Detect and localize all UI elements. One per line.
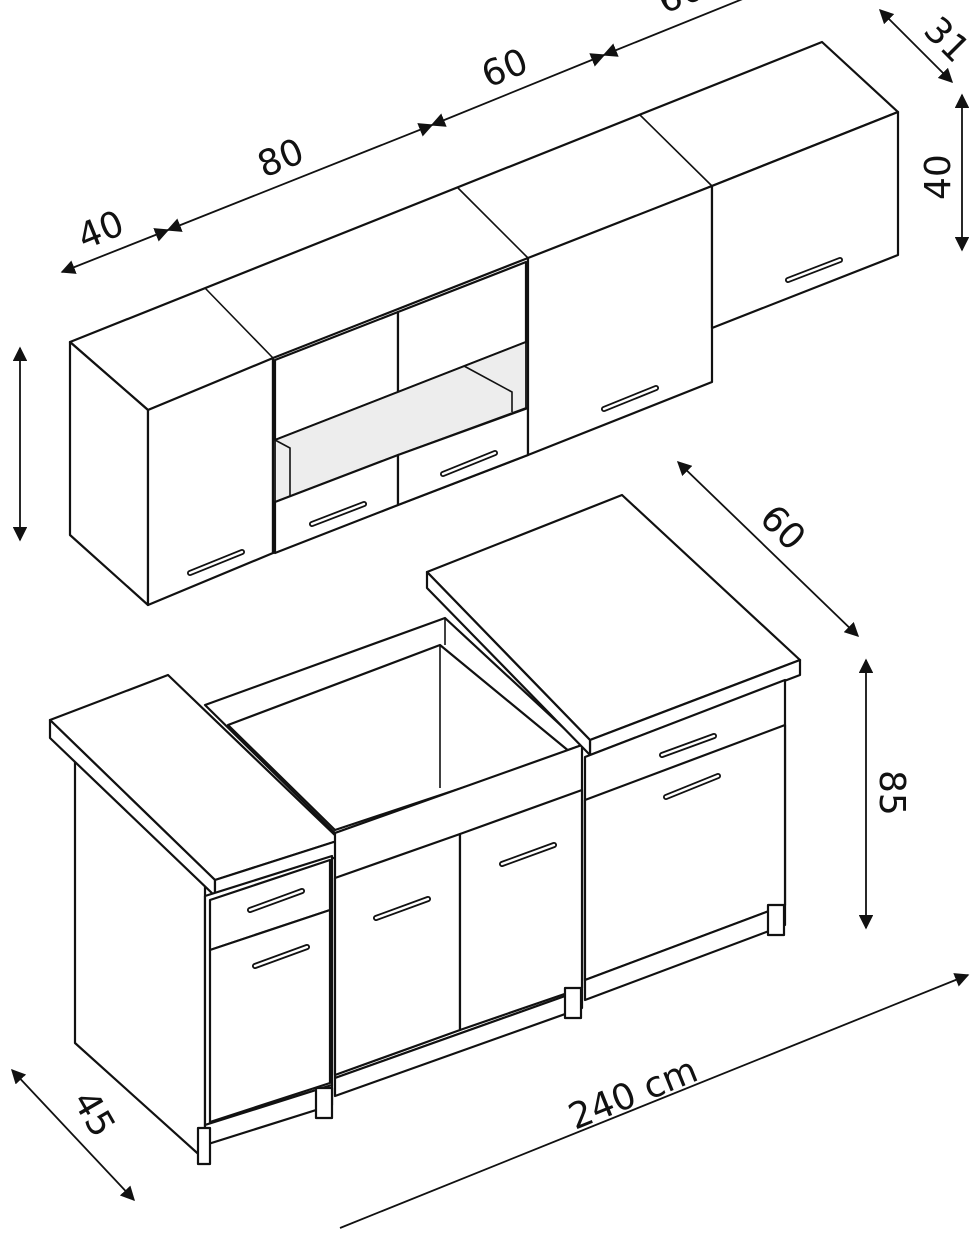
dim-upper-width-2: 80 (252, 131, 310, 186)
cabinet-legs (196, 903, 786, 1166)
dim-upper-width-4: 60 (652, 0, 710, 22)
dim-upper-depth: 31 (916, 9, 970, 70)
dim-lower-top-depth: 60 (752, 497, 813, 558)
dimension-lines (11, 0, 970, 1229)
dim-lower-height: 85 (871, 770, 912, 816)
upper-door-60 (526, 184, 714, 457)
dim-upper-height-right: 40 (918, 154, 959, 200)
lower-cabinet-row (48, 493, 802, 1166)
lower-handles (247, 733, 721, 969)
dim-upper-width-3: 60 (476, 41, 534, 96)
dim-total-width: 240 cm (563, 1050, 704, 1139)
upper-handles (187, 257, 843, 576)
dim-upper-width-1: 40 (72, 203, 130, 258)
left-base-door (208, 908, 332, 1124)
upper-cabinet-row (68, 40, 900, 607)
dim-upper-height-left: 57 (0, 414, 3, 460)
upper-door-60b (710, 110, 900, 330)
